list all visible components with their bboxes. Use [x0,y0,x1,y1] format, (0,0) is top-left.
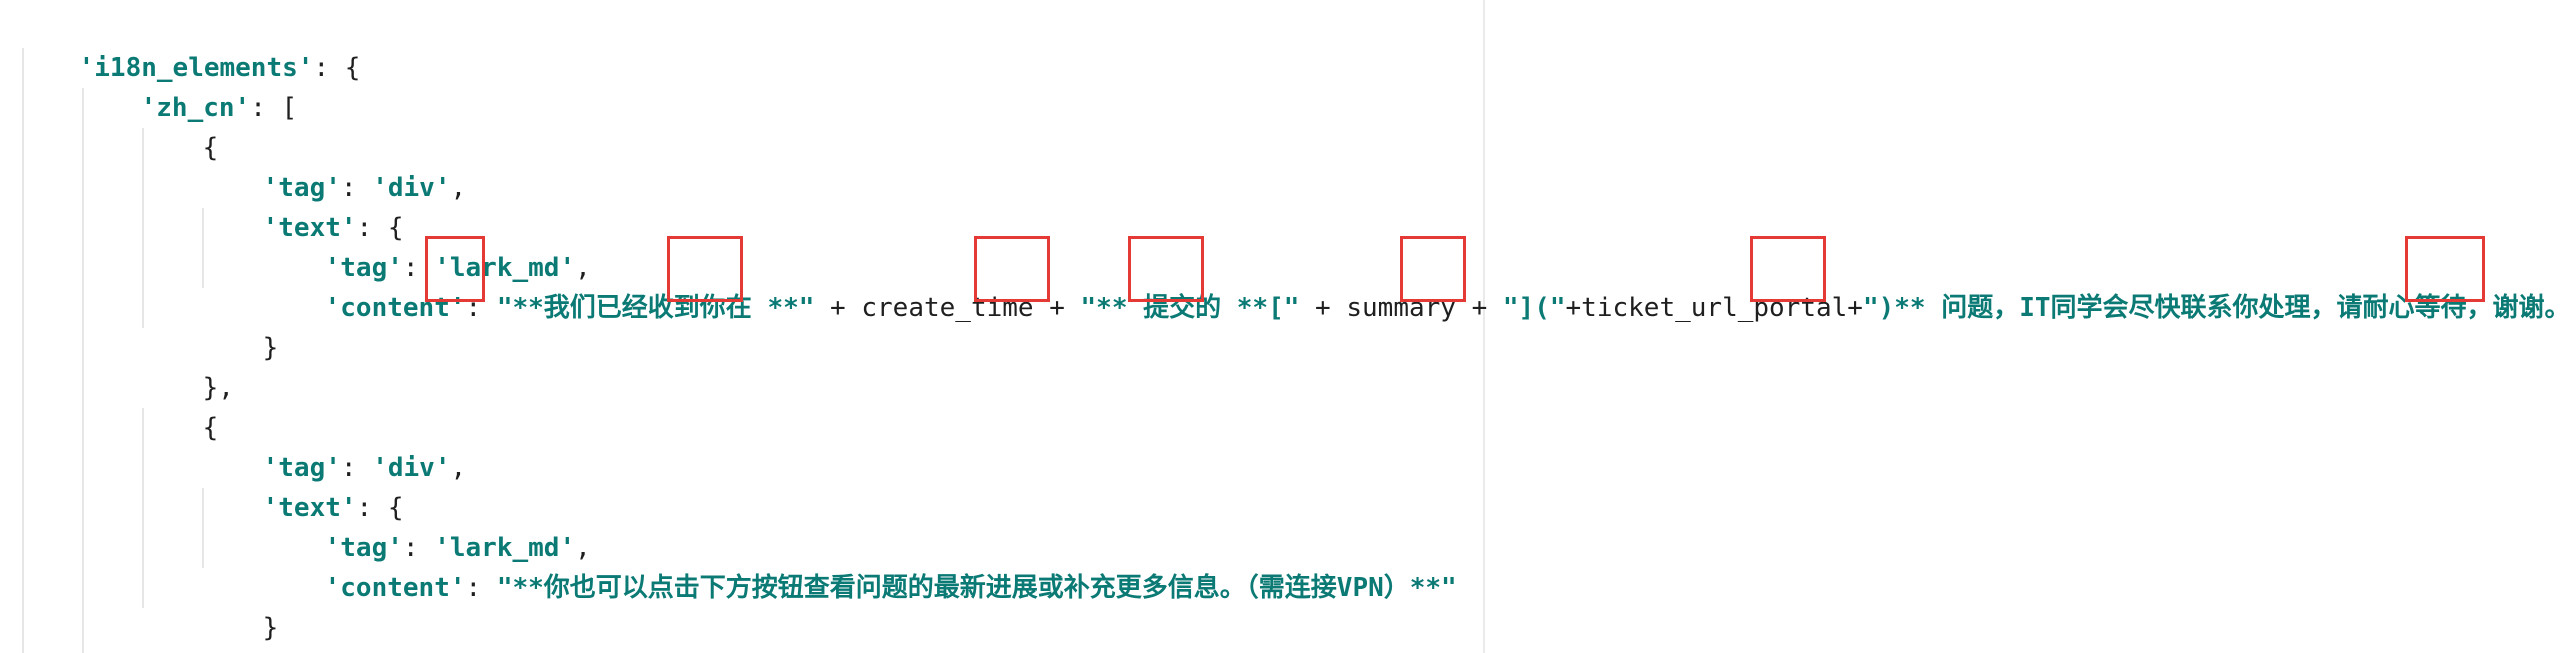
code-punctuation: } [262,333,279,363]
highlight-box [2405,236,2485,302]
indent-guide [142,408,144,608]
code-punctuation: : [402,533,435,563]
code-key: 'content' [324,293,466,323]
highlight-box [1750,236,1826,302]
code-line[interactable]: 'tag': 'div', [200,408,467,483]
code-punctuation: , [450,453,467,483]
code-string: "** 提交的 **[" [1080,293,1300,323]
code-punctuation: , [450,173,467,203]
highlight-box [1400,236,1466,302]
code-punctuation: , [575,533,591,563]
code-line[interactable]: }, [140,608,234,648]
code-line[interactable]: 'tag': 'lark_md', [262,488,591,563]
code-punctuation: : { [313,53,361,83]
code-key: 'tag' [262,453,341,483]
code-line[interactable]: { [140,88,219,163]
code-key: 'content' [324,573,466,603]
code-key: 'tag' [324,533,403,563]
code-key: 'tag' [262,173,341,203]
code-line[interactable]: 'tag': 'lark_md', [262,208,591,283]
code-string: "**我们已经收到你在 **" [496,293,815,323]
indent-guide [142,128,144,328]
indent-guide [202,488,204,568]
code-punctuation: : [ [250,93,298,123]
indent-guide [202,208,204,288]
code-string: "**你也可以点击下方按钮查看问题的最新进展或补充更多信息。（需连接VPN）**… [496,573,1457,603]
right-margin-ruler [1483,0,1485,653]
code-expression: + summary + [1299,293,1503,323]
highlight-box [425,236,485,302]
code-punctuation: : { [356,493,404,523]
code-expression: +ticket_url_portal+ [1565,293,1863,323]
code-string: 'lark_md' [434,253,576,283]
code-expression: + create_time + [814,293,1081,323]
code-line[interactable]: 'tag': 'div', [200,128,467,203]
code-punctuation: }, [202,373,234,403]
code-line[interactable]: 'content': "**我们已经收到你在 **" + create_time… [262,248,2560,323]
code-string: 'div' [372,173,451,203]
highlight-box [974,236,1050,302]
code-line[interactable]: { [140,368,219,443]
code-punctuation: { [202,413,219,443]
code-string: 'lark_md' [434,533,576,563]
code-line[interactable]: } [200,288,279,363]
code-line[interactable]: 'content': "**你也可以点击下方按钮查看问题的最新进展或补充更多信息… [262,528,1457,603]
code-string: "](" [1502,293,1566,323]
code-line[interactable]: }, [140,328,234,403]
code-line[interactable]: 'text': { [200,168,404,243]
code-key: 'zh_cn' [140,93,251,123]
code-line[interactable]: } [200,568,279,643]
code-punctuation: : { [356,213,404,243]
code-line[interactable]: 'text': { [200,448,404,523]
highlight-box [667,236,743,302]
code-key: 'i18n_elements' [78,53,314,83]
code-key: 'text' [262,213,357,243]
code-line[interactable]: 'zh_cn': [ [78,48,298,123]
indent-guide [22,48,24,653]
code-key: 'tag' [324,253,403,283]
code-punctuation: , [575,253,591,283]
code-punctuation: : [402,253,435,283]
code-punctuation: } [262,613,279,643]
code-punctuation: : [340,173,373,203]
code-punctuation: { [202,133,219,163]
indent-guide [82,88,84,653]
code-punctuation: : [340,453,373,483]
code-punctuation: : [465,573,497,603]
highlight-box [1128,236,1204,302]
code-line[interactable]: 'i18n_elements': { [16,8,361,83]
code-string: ")** 问题，IT同学会尽快联系你处理，请耐心等待，谢谢。**" [1862,293,2560,323]
code-string: 'div' [372,453,451,483]
code-key: 'text' [262,493,357,523]
